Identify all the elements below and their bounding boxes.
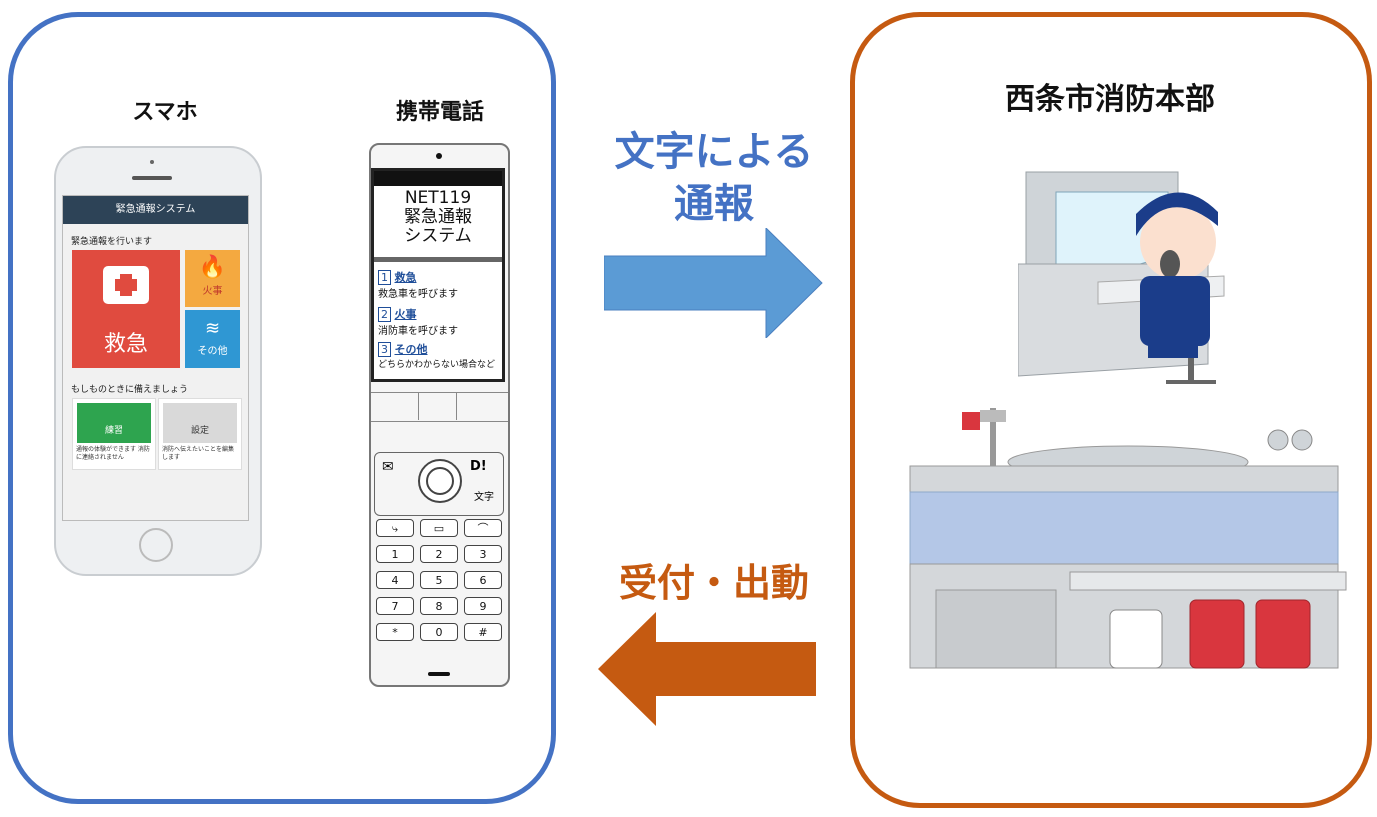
practice-desc: 通報の体験ができます 消防に連絡されません: [76, 446, 150, 461]
key-9: 9: [464, 597, 502, 615]
dispatcher-illustration: [1018, 171, 1225, 384]
key-1: 1: [376, 545, 414, 563]
smartphone-label: スマホ: [132, 100, 198, 125]
key-3: 3: [464, 545, 502, 563]
key-4: 4: [376, 571, 414, 589]
d-key: D!: [470, 459, 487, 474]
to-dispatch-line-2: 通報: [674, 181, 754, 227]
settings-card: 設定 消防へ伝えたいことを編集します: [158, 398, 242, 470]
end-call-icon: ⌒: [464, 519, 502, 537]
tile-emergency: 救急: [72, 250, 180, 368]
menu-num: 1: [378, 270, 391, 285]
call-icon: ⤷: [376, 519, 414, 537]
key-8: 8: [420, 597, 458, 615]
key-5: 5: [420, 571, 458, 589]
screen-title-line-2: 緊急通報: [404, 207, 472, 227]
header-text: 緊急通報を行います: [71, 237, 153, 247]
key-hash: #: [464, 623, 502, 641]
menu-desc: 救急車を呼びます: [378, 289, 458, 300]
feature-phone-label: 携帯電話: [395, 100, 484, 125]
status-bar: [374, 171, 502, 186]
tile-other-label: その他: [197, 346, 228, 357]
settings-desc: 消防へ伝えたいことを編集します: [162, 446, 235, 461]
menu-title: その他: [394, 343, 428, 356]
feature-phone-camera: [436, 153, 442, 159]
menu-item-fire: 2 火事 消防車を呼びます: [378, 306, 458, 337]
practice-label: 練習: [77, 403, 151, 443]
nav-pad: [374, 452, 504, 516]
fire-station-illustration: [909, 408, 1347, 669]
screen-title-line-3: システム: [404, 226, 472, 246]
app-header: 緊急通報システム: [63, 196, 248, 224]
tile-emergency-label: 救急: [103, 332, 148, 357]
hinge: [371, 392, 508, 422]
menu-title: 救急: [394, 271, 417, 284]
phone-camera: [150, 160, 154, 164]
practice-card: 練習 通報の体験ができます 消防に連絡されません: [72, 398, 156, 470]
right-arrow-icon: [604, 228, 823, 338]
moji-key: 文字: [474, 492, 494, 503]
menu-title: 火事: [394, 308, 417, 321]
settings-label: 設定: [163, 403, 237, 443]
menu-num: 3: [378, 342, 391, 357]
from-dispatch-caption: 受付・出動: [618, 561, 809, 605]
fire-icon: 🔥: [198, 255, 227, 280]
fire-department-title: 西条市消防本部: [1005, 82, 1215, 117]
screen-title-line-1: NET119: [404, 188, 472, 208]
app-title: 緊急通報システム: [115, 204, 196, 215]
waves-icon: ≋: [204, 318, 221, 339]
fire-department-panel: [850, 12, 1372, 808]
key-2: 2: [420, 545, 458, 563]
home-button: [139, 528, 173, 562]
key-0: 0: [420, 623, 458, 641]
tile-fire: 🔥 火事: [185, 250, 240, 307]
mail-icon: ✉: [382, 459, 394, 475]
left-arrow-icon: [598, 612, 816, 726]
key-6: 6: [464, 571, 502, 589]
mouthpiece: [428, 672, 450, 676]
screen-divider: [374, 257, 502, 262]
key-7: 7: [376, 597, 414, 615]
feature-phone-screen: NET119 緊急通報 システム 1 救急 救急車を呼びます 2 火事 消防車を…: [371, 168, 505, 382]
menu-item-emergency: 1 救急 救急車を呼びます: [378, 269, 458, 300]
to-dispatch-line-1: 文字による: [614, 129, 814, 175]
screen-title: NET119 緊急通報 システム: [374, 189, 502, 246]
section-text: もしものときに備えましょう: [71, 385, 189, 395]
menu-key: ▭: [420, 519, 458, 537]
to-dispatch-caption: 文字による 通報: [596, 126, 832, 230]
tile-fire-label: 火事: [202, 286, 223, 297]
phone-speaker: [132, 176, 172, 180]
key-star: *: [376, 623, 414, 641]
menu-desc: 消防車を呼びます: [378, 326, 458, 337]
citizen-panel: [8, 12, 556, 804]
menu-item-other: 3 その他 どちらかわからない場合など: [378, 341, 495, 370]
smartphone-screen: 緊急通報システム 緊急通報を行います 救急 🔥 火事 ≋ その他 もしものときに…: [62, 195, 249, 521]
tile-other: ≋ その他: [185, 310, 240, 368]
menu-desc: どちらかわからない場合など: [378, 360, 496, 370]
first-aid-icon: [103, 266, 149, 304]
menu-num: 2: [378, 307, 391, 322]
